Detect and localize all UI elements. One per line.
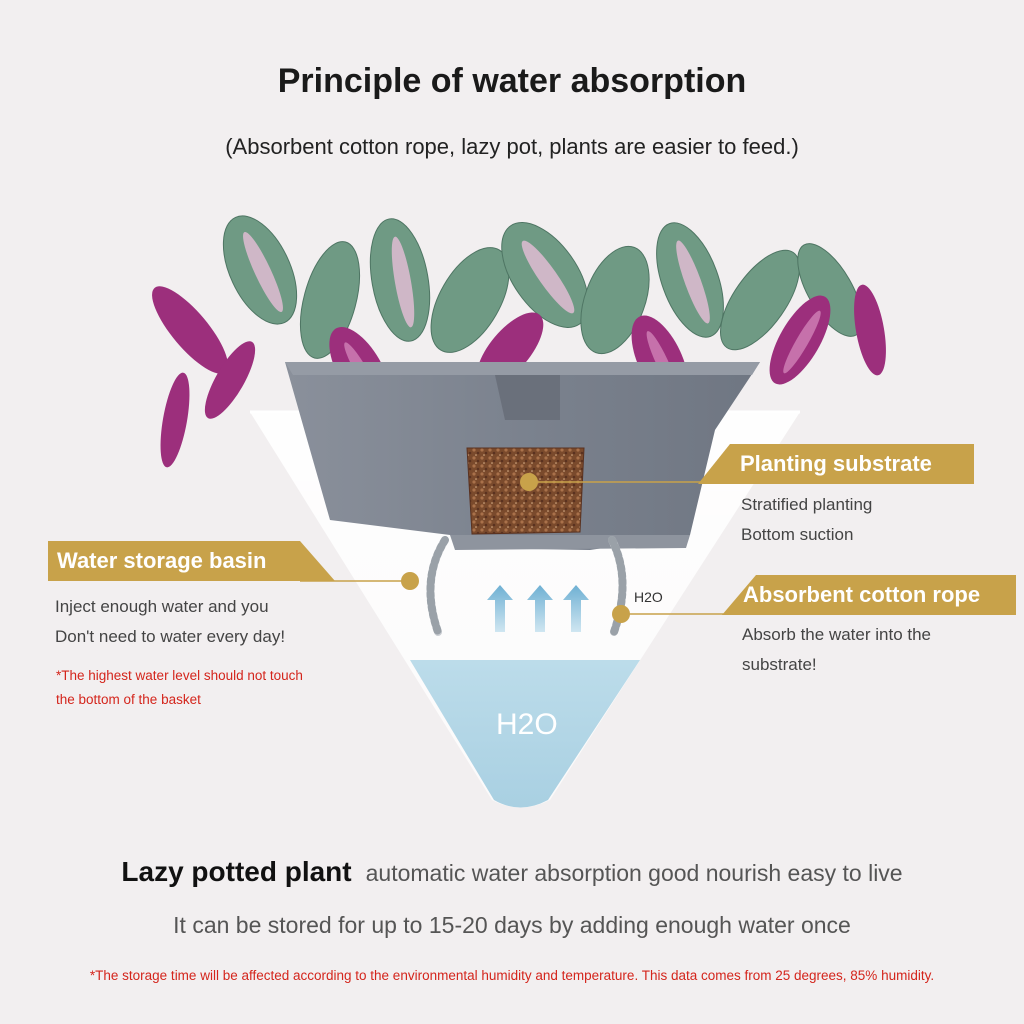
headline-light: automatic water absorption good nourish … [365, 860, 903, 886]
water-storage-basin-tag [48, 541, 419, 590]
planting-substrate-tag [520, 444, 974, 491]
water-storage-basin-note-line-2: the bottom of the basket [56, 692, 201, 707]
soil-sample-icon [466, 447, 585, 535]
water-storage-basin-line-1: Inject enough water and you [55, 597, 269, 616]
h2o-water-label: H2O [496, 708, 558, 741]
planting-substrate-line-2: Bottom suction [741, 525, 854, 544]
absorbent-cotton-rope-title: Absorbent cotton rope [743, 582, 981, 607]
bottom-headline: Lazy potted plant automatic water absorpt… [0, 856, 1024, 888]
water-storage-basin-desc: Inject enough water and you Don't need t… [55, 592, 285, 652]
headline-strong: Lazy potted plant [121, 856, 352, 887]
h2o-small-label: H2O [634, 589, 663, 605]
planting-substrate-title: Planting substrate [740, 451, 932, 476]
page-subtitle: (Absorbent cotton rope, lazy pot, plants… [225, 134, 799, 159]
water-storage-basin-note: *The highest water level should not touc… [56, 664, 303, 712]
water-up-arrow-icon [487, 585, 589, 632]
plant-leaves-icon [132, 215, 890, 468]
page-title: Principle of water absorption [277, 62, 747, 100]
storage-duration-text: It can be stored for up to 15-20 days by… [173, 912, 851, 938]
absorbent-cotton-rope-tag [612, 575, 1016, 623]
storage-note: *The storage time will be affected accor… [89, 968, 935, 983]
water-storage-basin-line-2: Don't need to water every day! [55, 627, 286, 646]
planting-substrate-line-1: Stratified planting [741, 495, 873, 514]
water-level [410, 660, 640, 808]
absorbent-cotton-rope-line-1: Absorb the water into the [742, 625, 932, 644]
water-storage-basin-note-line-1: *The highest water level should not touc… [56, 668, 303, 683]
water-storage-basin-title: Water storage basin [57, 548, 267, 573]
planting-substrate-desc: Stratified planting Bottom suction [741, 490, 872, 550]
absorbent-cotton-rope-desc: Absorb the water into the substrate! [742, 620, 931, 680]
absorbent-cotton-rope-line-2: substrate! [742, 655, 817, 674]
